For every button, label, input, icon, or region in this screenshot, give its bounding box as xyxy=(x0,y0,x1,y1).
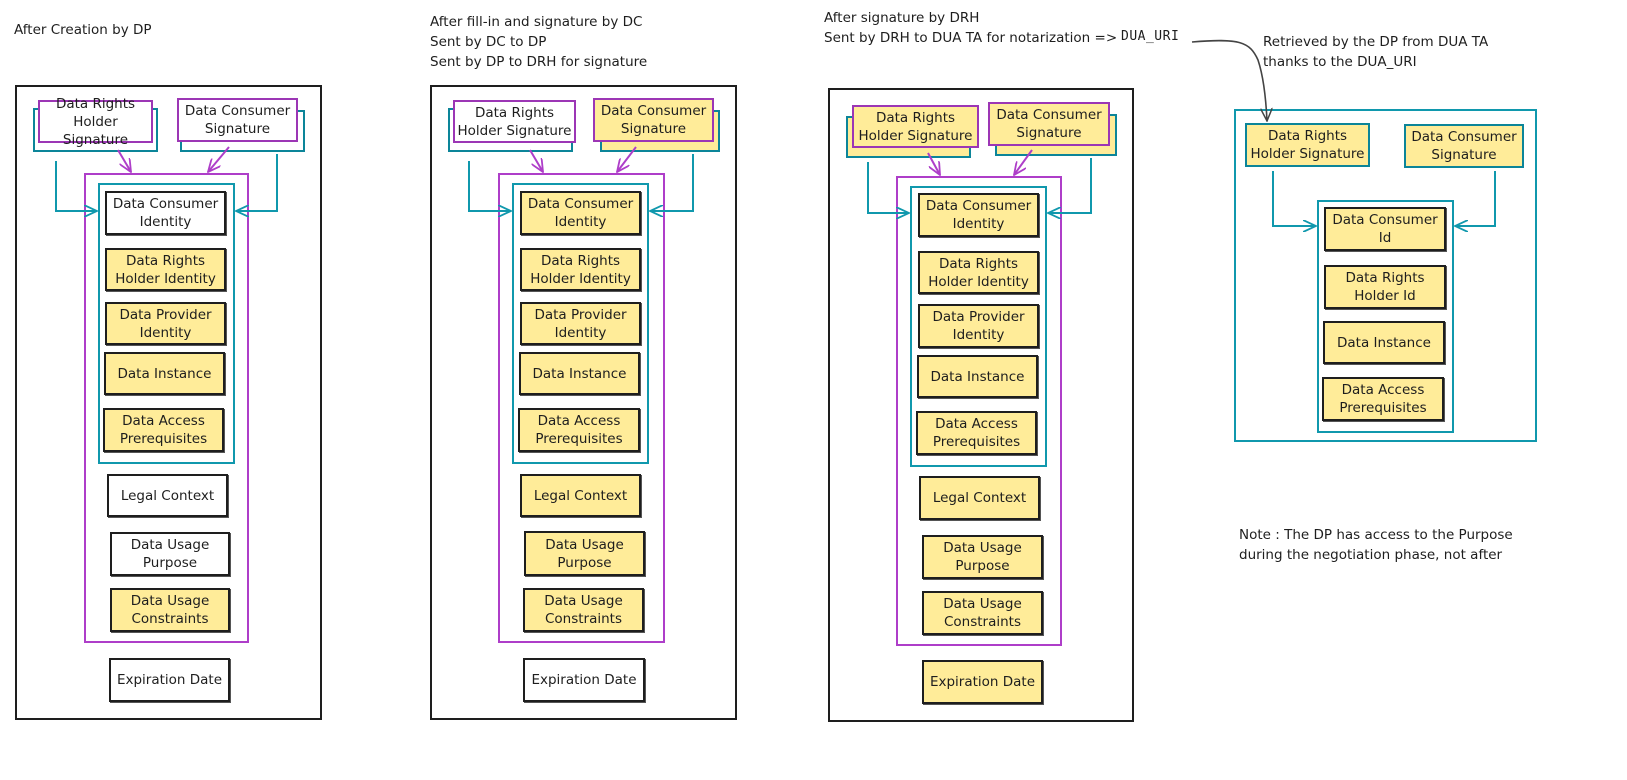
panel-3-dc-signature: Data Consumer Signature xyxy=(988,102,1110,146)
panel-1-item-data-provider-identity: Data Provider Identity xyxy=(105,302,226,345)
panel-1-signed-scope-frame xyxy=(84,173,249,643)
panel-2-item-data-rights-holder-identity: Data Rights Holder Identity xyxy=(520,248,641,291)
panel-2-item-data-usage-constraints: Data Usage Constraints xyxy=(523,588,644,632)
panel-3-item-legal-context: Legal Context xyxy=(919,476,1040,520)
panel-2-dc-signature: Data Consumer Signature xyxy=(593,98,714,142)
panel-1-frame xyxy=(15,85,322,720)
panel-3-item-data-provider-identity: Data Provider Identity xyxy=(918,304,1039,348)
panel-2-item-data-instance: Data Instance xyxy=(519,352,640,395)
panel-1-item-data-rights-holder-identity: Data Rights Holder Identity xyxy=(105,248,226,291)
panel-1-item-data-access-prerequisites: Data Access Prerequisites xyxy=(103,408,224,452)
panel-3-signed-scope-frame xyxy=(896,176,1062,646)
panel-4-frame xyxy=(1234,109,1537,442)
panel-1-item-data-usage-constraints: Data Usage Constraints xyxy=(110,588,230,632)
panel-1-dc-signature: Data Consumer Signature xyxy=(177,98,298,142)
panel-2-item-data-consumer-identity: Data Consumer Identity xyxy=(520,191,641,235)
panel-2-item-data-access-prerequisites: Data Access Prerequisites xyxy=(518,408,640,452)
panel-2-frame xyxy=(430,85,737,720)
panel-2-item-data-usage-purpose: Data Usage Purpose xyxy=(524,531,645,576)
purpose-access-note: Note : The DP has access to the Purpose … xyxy=(1239,527,1513,563)
panel-4-caption: Retrieved by the DP from DUA TA thanks t… xyxy=(1263,34,1489,70)
panel-3-item-data-consumer-identity: Data Consumer Identity xyxy=(918,193,1039,237)
panel-1-drh-signature: Data Rights Holder Signature xyxy=(38,96,153,148)
panel-1-identity-scope-frame xyxy=(98,183,235,464)
panel-3-item-data-usage-constraints: Data Usage Constraints xyxy=(922,591,1043,635)
panel-3-frame xyxy=(828,88,1134,722)
panel-1-item-legal-context: Legal Context xyxy=(107,474,228,517)
panel-4-item-data-access-prerequisites: Data Access Prerequisites xyxy=(1322,377,1444,421)
panel-2-item-legal-context: Legal Context xyxy=(520,474,641,517)
panel-2-signed-scope-frame xyxy=(498,173,665,643)
panel-3-caption: After signature by DRH Sent by DRH to DU… xyxy=(824,10,1118,46)
panel-3-item-data-access-prerequisites: Data Access Prerequisites xyxy=(916,411,1037,455)
panel-4-identity-scope-frame xyxy=(1317,200,1454,433)
panel-2-item-expiration-date: Expiration Date xyxy=(523,658,645,702)
panel-4-item-data-consumer-id: Data Consumer Id xyxy=(1324,207,1446,251)
panel-4-drh-signature: Data Rights Holder Signature xyxy=(1245,123,1370,167)
panel-3-item-data-rights-holder-identity: Data Rights Holder Identity xyxy=(918,251,1039,294)
panel-1-item-data-consumer-identity: Data Consumer Identity xyxy=(105,191,226,235)
panel-1-item-data-instance: Data Instance xyxy=(104,352,225,395)
panel-1-caption: After Creation by DP xyxy=(14,22,152,38)
panel-4-item-data-rights-holder-id: Data Rights Holder Id xyxy=(1324,265,1446,309)
panel-1-item-data-usage-purpose: Data Usage Purpose xyxy=(110,532,230,576)
panel-3-item-data-instance: Data Instance xyxy=(917,355,1038,398)
panel-3-item-expiration-date: Expiration Date xyxy=(922,660,1043,704)
panel-2-caption: After fill-in and signature by DC Sent b… xyxy=(430,14,648,70)
panel-2-identity-scope-frame xyxy=(512,183,649,464)
dua-uri-label: DUA_URI xyxy=(1121,29,1180,44)
panel-3-identity-scope-frame xyxy=(910,186,1047,467)
panel-3-item-data-usage-purpose: Data Usage Purpose xyxy=(922,535,1043,579)
panel-2-drh-signature: Data Rights Holder Signature xyxy=(453,100,576,143)
panel-1-item-expiration-date: Expiration Date xyxy=(109,658,230,702)
panel-2-item-data-provider-identity: Data Provider Identity xyxy=(520,302,641,345)
panel-4-dc-signature: Data Consumer Signature xyxy=(1404,124,1524,168)
panel-3-drh-signature: Data Rights Holder Signature xyxy=(852,105,979,148)
panel-4-item-data-instance: Data Instance xyxy=(1323,321,1445,364)
